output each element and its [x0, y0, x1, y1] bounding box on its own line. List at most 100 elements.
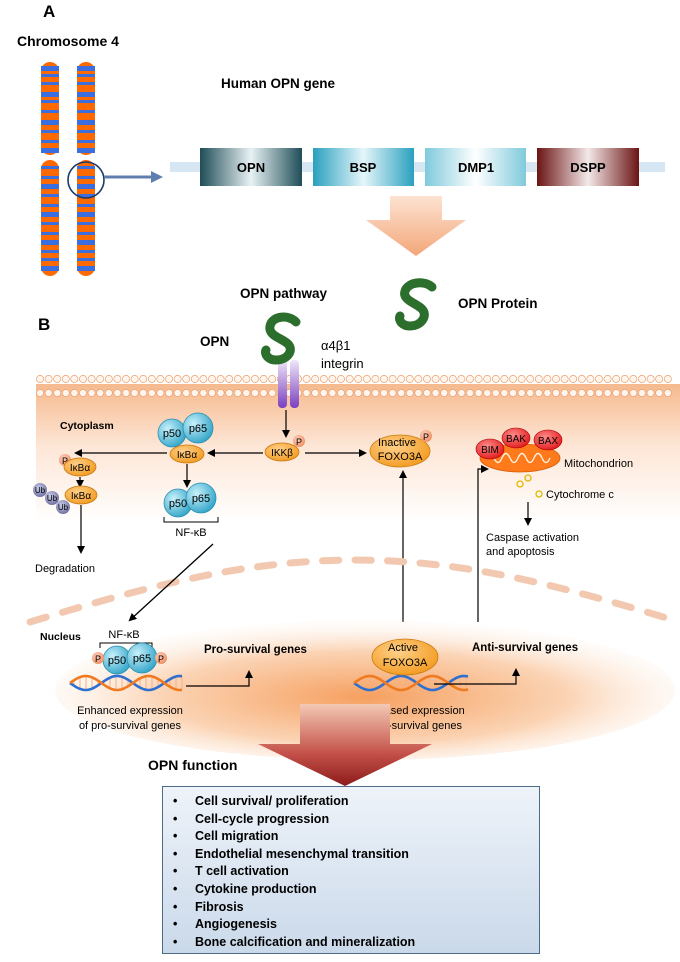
membrane-lipid [268, 375, 277, 383]
membrane-lipid [242, 375, 251, 383]
panel-b-label: B [38, 315, 50, 334]
integrin-alpha [278, 360, 287, 408]
ikba-node [169, 444, 205, 464]
membrane-lipid [457, 375, 466, 383]
membrane-lipid [225, 375, 234, 383]
chromosome-band [77, 212, 95, 217]
membrane-lipid [122, 389, 130, 397]
membrane-lipid [543, 389, 552, 397]
membrane-lipid [36, 375, 44, 383]
membrane-lipid [466, 375, 474, 383]
membrane-lipid [173, 389, 182, 397]
membrane-lipid [423, 389, 431, 397]
nuclear-nfkb-label: NF-κB [108, 629, 139, 641]
ub-3-label: Ub [58, 503, 69, 512]
nucleus-label: Nucleus [40, 631, 81, 643]
function-item-label: Fibrosis [195, 899, 244, 914]
membrane-lipid [526, 389, 535, 397]
function-item: •Cytokine production [173, 881, 539, 899]
nfkb-p65-node [185, 482, 217, 514]
membrane-lipid [423, 375, 431, 383]
membrane-lipid [61, 375, 70, 383]
mitochondrion-cristae [485, 452, 551, 464]
nuclear-pore-segment [189, 571, 213, 582]
gene-label-dspp: DSPP [570, 160, 606, 175]
function-item-label: Bone calcification and mineralization [195, 934, 416, 949]
membrane-lipid [440, 375, 449, 383]
membrane-lipid [474, 389, 483, 397]
membrane-lipid [655, 389, 664, 397]
membrane-lipid [139, 375, 148, 383]
membrane-lipid [491, 375, 500, 383]
cytoplasm-label: Cytoplasm [60, 420, 114, 432]
integrin-label-1: α4β1 [321, 338, 350, 353]
nuclear-pore-segment [384, 557, 408, 566]
membrane-lipid [147, 375, 156, 383]
chromosome-band [41, 148, 59, 153]
active-foxo3a-label-2: FOXO3A [383, 657, 428, 669]
active-foxo3a-node [371, 638, 439, 676]
chromosome-locus-circle [67, 161, 105, 199]
protein-label: OPN Protein [458, 296, 538, 311]
function-item: •T cell activation [173, 863, 539, 881]
membrane-lipid [405, 375, 414, 383]
cytochrome-dot-2 [524, 474, 532, 482]
expression-arrow [366, 196, 466, 256]
function-item: •Angiogenesis [173, 916, 539, 934]
membrane-lipid [500, 389, 509, 397]
ikba-label: IκBα [177, 450, 197, 461]
nfkb-p50-label: p50 [169, 498, 187, 510]
ikba-phospho-label: P [62, 456, 68, 466]
membrane-lipid [104, 389, 113, 397]
chromosome-band [41, 140, 59, 143]
membrane-lipid [242, 389, 251, 397]
membrane-lipid [663, 375, 672, 383]
membrane-lipid [603, 375, 612, 383]
panel-a-label: A [43, 2, 55, 21]
function-item-label: Cell-cycle progression [195, 811, 330, 826]
chromosome-band [41, 100, 59, 103]
membrane-lipid [397, 375, 406, 383]
opn-protein-icon [395, 278, 437, 331]
chromosome-band [41, 240, 59, 245]
chromosome-band [41, 92, 59, 97]
function-item: •Bone calcification and mineralization [173, 934, 539, 952]
bullet-icon: • [173, 917, 178, 932]
arrow-to-anti-survival [434, 668, 520, 685]
membrane-lipid [414, 375, 423, 383]
enhanced-label-1: Enhanced expression [77, 705, 183, 717]
membrane-lipid [440, 389, 449, 397]
membrane-lipid [646, 389, 655, 397]
chromosome-band [41, 74, 59, 77]
membrane-lipid [259, 375, 268, 383]
chromosome-band [77, 140, 95, 143]
membrane-lipid [354, 389, 363, 397]
chromosome-band [41, 204, 59, 207]
inactive-foxo3a-label-2: FOXO3A [378, 451, 423, 463]
membrane-lipid [302, 389, 311, 397]
nuclear-pore-segment [611, 599, 635, 612]
membrane-lipid [500, 375, 509, 383]
membrane-lipid [251, 389, 259, 397]
membrane-lipid [517, 389, 526, 397]
membrane-lipid [156, 375, 165, 383]
membrane-lipid [156, 389, 165, 397]
p50-label: p50 [163, 428, 181, 440]
ub-1-node [33, 483, 47, 497]
arrow-to-pro-survival [186, 670, 253, 687]
nuclear-envelope [26, 556, 668, 626]
membrane-lipid [354, 375, 363, 383]
membrane-lipid [225, 389, 234, 397]
membrane-lipid [509, 389, 517, 397]
gene-box-bsp [313, 148, 414, 186]
foxo3a-phospho [420, 430, 432, 442]
chromosome-band [77, 166, 95, 169]
nuclear-pore-segment [26, 613, 50, 626]
bullet-icon: • [173, 846, 178, 861]
membrane-lipid [233, 389, 242, 397]
p65-label: p65 [189, 423, 207, 435]
inactive-foxo3a-label-1: Inactive [378, 437, 416, 449]
caspase-label-2: and apoptosis [486, 546, 555, 558]
membrane-lipid [448, 389, 457, 397]
